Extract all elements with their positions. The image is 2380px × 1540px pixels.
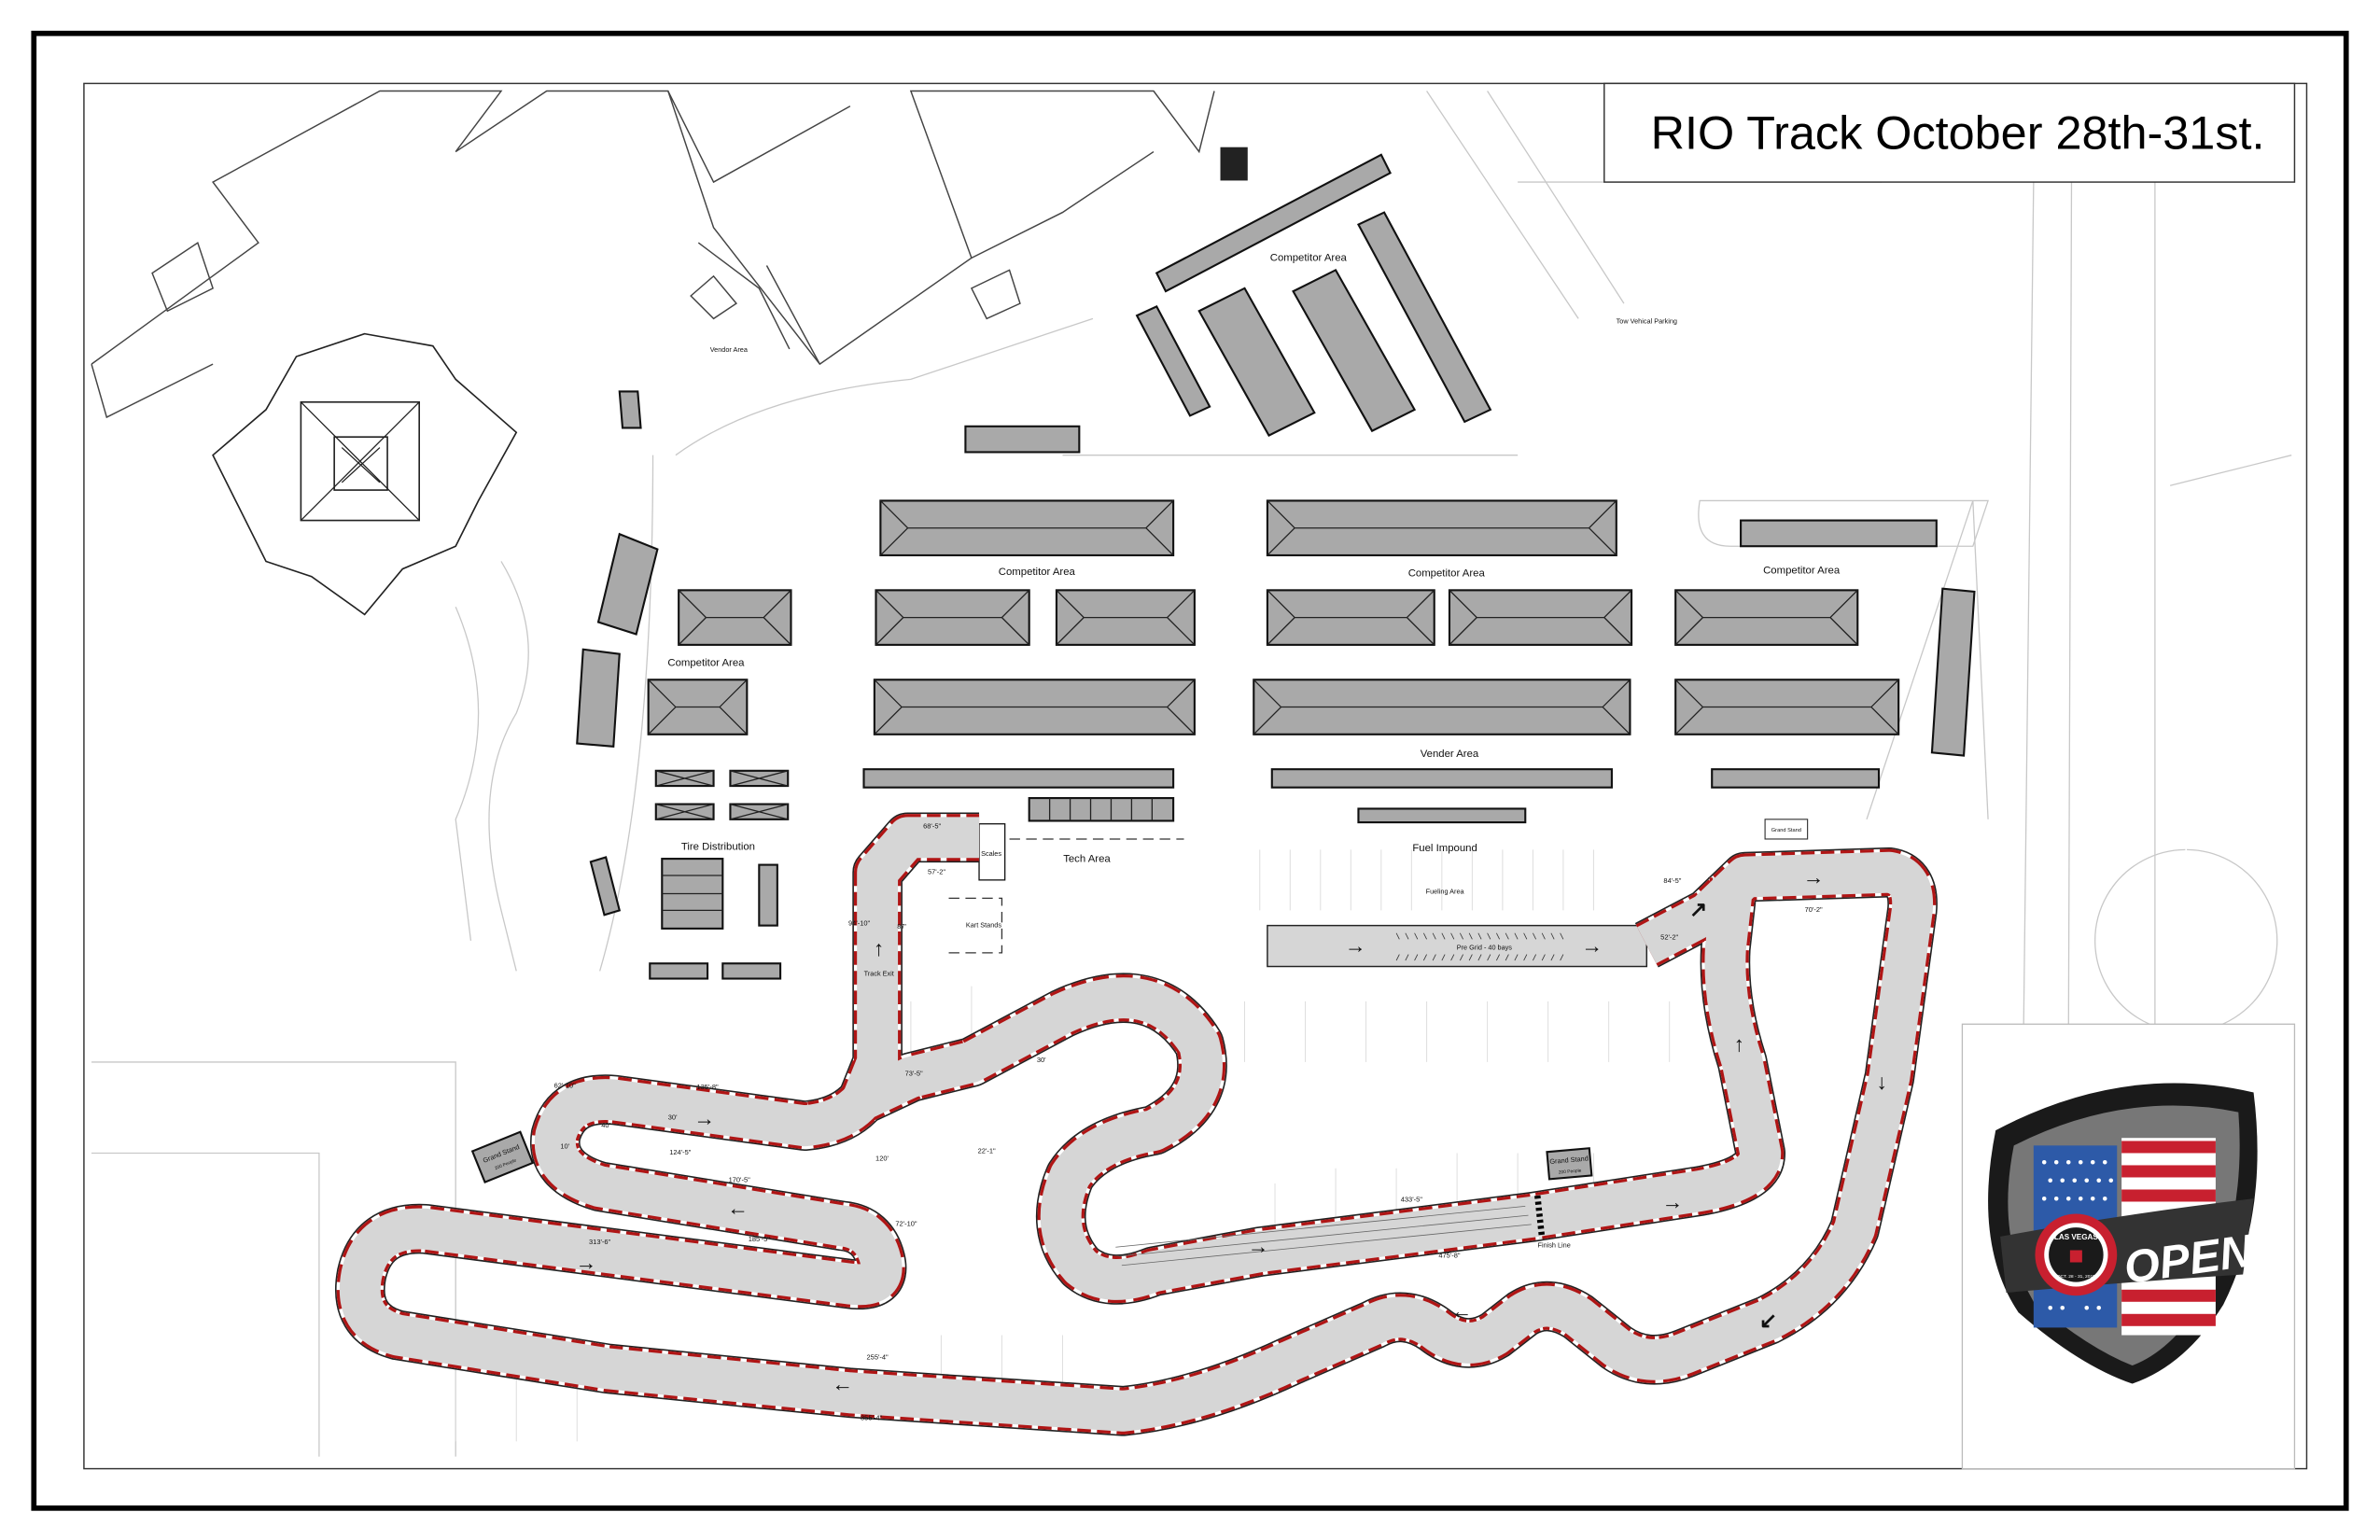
label-scales: Scales	[981, 849, 1001, 858]
dimension-label: 355'-4"	[861, 1414, 883, 1422]
arrow-icon: ←	[1451, 1299, 1473, 1323]
dimension-label: 120'	[875, 1155, 889, 1163]
label-fueling-area: Fueling Area	[1426, 887, 1465, 895]
competitor-buildings	[576, 499, 1976, 824]
dimension-label: 68'-5"	[923, 822, 941, 831]
arrow-icon: →	[576, 1251, 597, 1275]
tire-distribution-buildings	[589, 769, 790, 980]
us-open-logo: OPEN LAS VEGAS OCT. 28 - 31, 2015	[1988, 1083, 2258, 1384]
arrow-icon: →	[1581, 933, 1603, 958]
arrow-icon: ←	[727, 1196, 749, 1220]
label-kart-stands: Kart Stands	[966, 920, 1001, 929]
arrow-icon: →	[693, 1106, 715, 1130]
dimension-label: 10'	[560, 1142, 569, 1151]
dimension-label: 30'	[668, 1113, 678, 1122]
dimension-label: 124'-5"	[669, 1148, 692, 1156]
dimension-label: 52'-2"	[1660, 932, 1678, 941]
hotel-complex	[91, 90, 1248, 972]
svg-text:OCT. 28 - 31, 2015: OCT. 28 - 31, 2015	[2057, 1274, 2095, 1280]
grand-stand-label: Grand Stand	[1549, 1154, 1589, 1166]
arrow-icon: ↙	[1759, 1308, 1777, 1332]
grand-stand-capacity: 200 People	[1559, 1168, 1582, 1175]
scales-box	[978, 823, 1006, 881]
race-track	[360, 837, 1912, 1410]
arrow-icon: ←	[832, 1372, 853, 1396]
label-pre-grid: Pre Grid - 40 bays	[1457, 944, 1513, 952]
dimension-label: 62'-10"	[554, 1082, 577, 1090]
dimension-label: 255'-4"	[867, 1353, 889, 1362]
arrow-icon: →	[1662, 1190, 1684, 1214]
dimension-label: 313'-6"	[589, 1238, 611, 1246]
grand-stand-label: Grand Stand	[1771, 828, 1801, 833]
dimension-label: 170'-5"	[729, 1175, 751, 1183]
dimension-label: 433'-5"	[1401, 1195, 1423, 1203]
label-tire-distribution: Tire Distribution	[681, 841, 755, 852]
arrow-icon: ↑	[874, 936, 884, 960]
flag-stars	[2041, 1159, 2114, 1310]
dimension-label: 72'-10"	[895, 1219, 917, 1227]
map-title: RIO Track October 28th-31st.	[1651, 105, 2265, 159]
pre-grid	[1267, 924, 1648, 968]
dimension-label: 70'-2"	[1805, 905, 1823, 914]
title-box	[1603, 82, 2296, 183]
outer-border	[31, 30, 2349, 1511]
grand-stand-1: Grand Stand 200 People	[470, 1130, 535, 1184]
label-vender-area: Vender Area	[1421, 749, 1479, 760]
label-tow-parking: Tow Vehical Parking	[1617, 316, 1677, 325]
label-vendor-area: Vendor Area	[710, 345, 749, 354]
dimension-label: 185'-5"	[749, 1235, 771, 1243]
arrow-icon: ↓	[1877, 1070, 1887, 1094]
label-fuel-impound: Fuel Impound	[1412, 843, 1477, 854]
label-track-exit: Track Exit	[864, 969, 894, 977]
top-competitor-buildings	[618, 153, 1492, 454]
dimension-label: 135'-8"	[696, 1083, 719, 1091]
dimension-label: 30'	[1037, 1056, 1046, 1064]
arrow-icon: →	[1345, 933, 1366, 958]
arrow-icon: →	[1803, 865, 1825, 889]
label-competitor-top: Competitor Area	[1270, 253, 1348, 264]
grand-stand-3: Grand Stand	[1764, 819, 1809, 840]
dimension-label: 22'-1"	[978, 1146, 996, 1155]
label-competitor-left: Competitor Area	[667, 658, 745, 669]
label-tech-area: Tech Area	[1063, 853, 1111, 864]
track-dimensions: 135'-8" 124'-5" 170'-5" 185'-5" 313'-6" …	[554, 822, 1823, 1422]
pre-grid-bays	[1395, 932, 1564, 961]
arrow-icon: →	[1248, 1234, 1269, 1258]
label-competitor-2: Competitor Area	[1408, 568, 1486, 580]
dimension-label: 94'-10"	[848, 919, 871, 928]
inner-frame	[83, 82, 2308, 1470]
dimension-label: 475'-8"	[1438, 1252, 1461, 1260]
dimension-label: 87'	[897, 922, 906, 931]
tech-area-boundary	[948, 838, 1184, 954]
label-competitor-3: Competitor Area	[1763, 565, 1841, 576]
svg-text:LAS VEGAS: LAS VEGAS	[2054, 1233, 2098, 1241]
label-finish-line: Finish Line	[1537, 1240, 1570, 1249]
grand-stand-2: Grand Stand 200 People	[1546, 1147, 1593, 1181]
label-competitor-1: Competitor Area	[999, 567, 1076, 578]
arrow-icon: ↑	[1734, 1032, 1744, 1057]
dimension-label: 57'-2"	[928, 867, 945, 875]
arrow-icon: ↗	[1689, 897, 1707, 921]
dimension-label: 84'-5"	[1663, 876, 1681, 885]
dimension-label: 73'-5"	[905, 1070, 923, 1078]
finish-line	[1534, 1195, 1546, 1239]
dimension-label: 40'	[601, 1121, 610, 1129]
